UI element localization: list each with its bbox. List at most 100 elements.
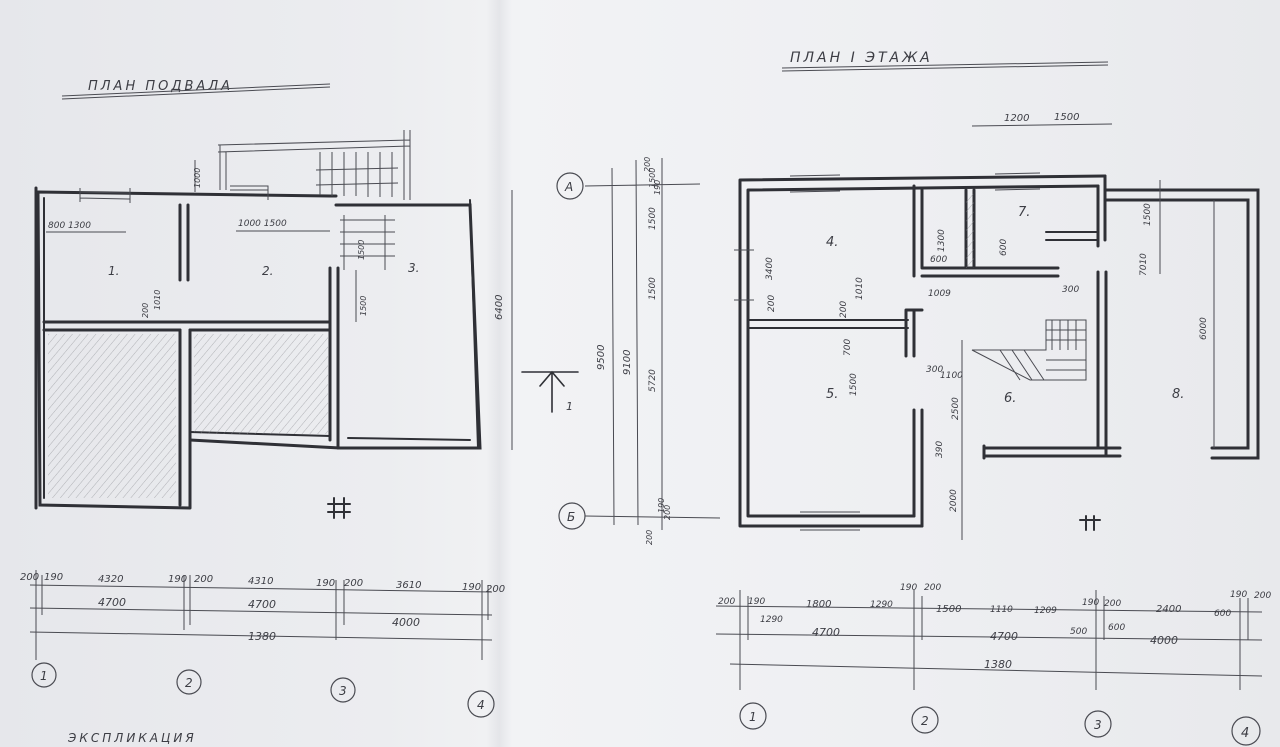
axis-label: 2	[185, 676, 193, 690]
dim-190: 190	[657, 498, 666, 513]
room-label-7: 7.	[1018, 205, 1030, 220]
dim-value: 190	[168, 574, 187, 585]
dim-300b: 300	[926, 365, 943, 375]
hatched-room	[194, 334, 328, 434]
dim-value: 1500	[936, 604, 961, 615]
axis-label: 3	[1094, 718, 1102, 732]
dim-390: 390	[935, 441, 945, 458]
axis-label: 4	[477, 698, 485, 712]
dim-1500-right: 1500	[1143, 203, 1153, 226]
dim-chain	[29, 584, 493, 593]
dim-2000: 2000	[949, 489, 959, 512]
top-dim-1500: 1500	[1054, 112, 1079, 123]
interior-wall	[747, 319, 909, 329]
dim-value: 190	[316, 578, 335, 589]
axis-label-a: А	[564, 180, 573, 194]
dim-value: 190	[1230, 590, 1247, 600]
dim-value: 190	[1082, 598, 1099, 608]
dim-6000: 6000	[1199, 317, 1209, 340]
basement-total-dim: 1380	[248, 630, 276, 643]
dim-1009: 1009	[928, 289, 951, 299]
dim-1500a: 1500	[648, 207, 658, 230]
hatched-wall	[966, 194, 974, 268]
basement-plan: ПЛАН ПОДВАЛА 1. 2. 3. 800 1300 1000 1500	[20, 79, 505, 745]
dim-value: 190	[748, 597, 765, 607]
dim-value: 600	[1214, 609, 1231, 619]
dim-190-top: 190	[653, 180, 662, 195]
dim-200-bottom: 200	[663, 505, 672, 520]
dim-7010: 7010	[1139, 253, 1149, 276]
hatched-room	[48, 334, 176, 498]
axis-label: 4	[1241, 726, 1249, 741]
room-label-3: 3.	[408, 261, 419, 275]
dim-600a: 600	[930, 255, 947, 265]
dim-chain	[715, 633, 1263, 641]
basement-wall	[188, 194, 482, 450]
dim-value: 1290	[760, 615, 783, 625]
dim-value: 200	[924, 583, 941, 593]
dim-value: 4000	[1150, 634, 1178, 647]
dim-chain	[715, 605, 1263, 613]
dim-1500-vertical: 1500	[357, 240, 366, 260]
dim-1500-vertical-2: 1500	[359, 296, 368, 316]
dim-200-vertical: 200	[141, 303, 150, 318]
dim-line	[971, 123, 1113, 127]
dim-value: 190	[44, 572, 63, 583]
first-floor-dim-row1: 200 190 1800 1290 190 200 1500 1110 1209…	[718, 583, 1271, 619]
dim-1100: 1100	[940, 371, 963, 381]
dim-value: 4700	[990, 630, 1018, 643]
dim-value: 200	[194, 574, 213, 585]
dim-1500b: 1500	[648, 277, 658, 300]
dim-1010: 1010	[855, 277, 865, 300]
title-underline	[781, 64, 1109, 72]
stair-steps	[315, 152, 399, 270]
dim-value: 200	[1104, 599, 1121, 609]
dim-value: 1209	[1034, 606, 1057, 616]
dim-value: 200	[718, 597, 735, 607]
dim-5720: 5720	[648, 369, 658, 392]
terrace-wall	[1103, 188, 1260, 460]
axis-label: 1	[749, 710, 757, 724]
axis-label: 1	[40, 669, 48, 683]
dim-1000-vertical: 1000	[193, 168, 202, 188]
window	[79, 185, 269, 203]
first-floor-total-dim: 1380	[984, 658, 1012, 671]
dim-value: 4320	[98, 574, 123, 585]
interior-wall	[1045, 231, 1099, 241]
caption-explication: ЭКСПЛИКАЦИЯ	[67, 731, 197, 745]
column-mark	[327, 497, 351, 519]
title-underline	[61, 86, 331, 100]
internal-stair	[971, 319, 1087, 381]
interior-wall	[178, 203, 190, 282]
dim-value: 1290	[870, 600, 893, 610]
dim-1300: 1300	[937, 229, 947, 252]
interior-wall	[904, 308, 924, 358]
window	[734, 172, 1041, 531]
dim-lines	[961, 180, 1215, 540]
dim-chain	[29, 607, 493, 616]
dim-3400: 3400	[765, 257, 775, 280]
axis-label-b: Б	[567, 510, 575, 524]
dim-1500c: 1500	[648, 168, 657, 188]
section-arrow	[521, 370, 579, 413]
dim-value: 4700	[812, 626, 840, 639]
dim-2500: 2500	[951, 397, 961, 420]
dim-value: 4700	[248, 598, 276, 611]
dim-800-1300: 800 1300	[48, 221, 91, 231]
dim-value: 200	[20, 572, 39, 583]
basement-wall	[34, 186, 332, 510]
dim-200: 200	[645, 530, 654, 545]
room-label-5: 5.	[826, 387, 838, 402]
interior-wall	[178, 266, 340, 507]
basement-axes: 1 2 3 4	[31, 662, 495, 718]
dim-9100: 9100	[622, 350, 633, 375]
first-floor-wall	[738, 174, 1107, 528]
dim-200a: 200	[767, 295, 777, 312]
dim-value: 200	[1254, 591, 1271, 601]
interior-wall	[912, 184, 1060, 278]
first-floor-plan: ПЛАН I ЭТАЖА 1200 1500 4. 5. 6. 7.	[715, 50, 1271, 746]
dim-chain	[729, 663, 1263, 677]
vertical-dimensions: А Б 6400 9500 9100 1500 1500 1500 5720 2…	[494, 157, 721, 545]
